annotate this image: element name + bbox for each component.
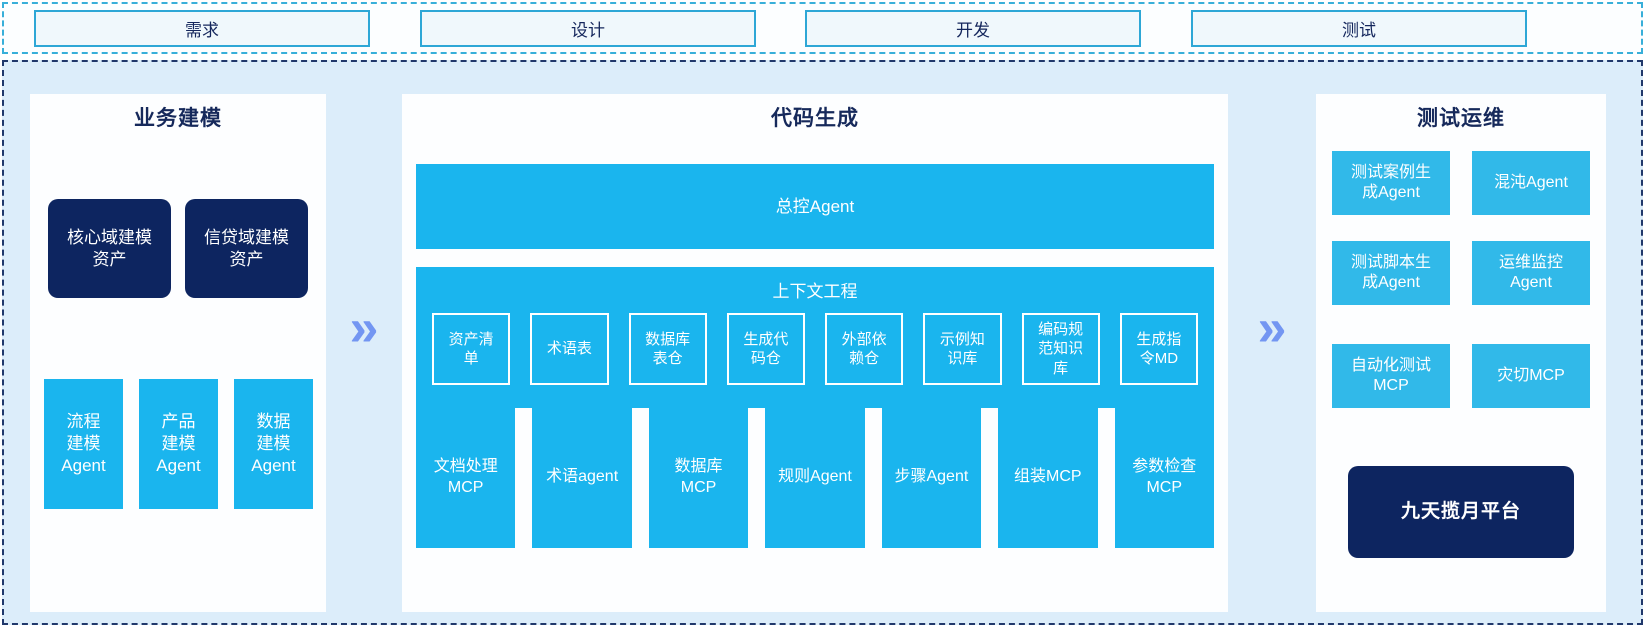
phase-box-design: 设计	[420, 10, 756, 47]
panel-test-ops: 测试运维 测试案例生 成Agent 混沌Agent 测试脚本生 成Agent 运…	[1316, 94, 1606, 612]
phase-box-development: 开发	[805, 10, 1141, 47]
mcp-agent-row: 文档处理 MCP 术语agent 数据库 MCP 规则Agent 步骤Agent…	[416, 407, 1214, 548]
box-param-check-mcp: 参数检查 MCP	[1114, 407, 1214, 548]
box-jiutian-lanyue-platform: 九天揽月平台	[1348, 466, 1574, 558]
panel-business-modeling: 业务建模 核心域建模 资产 信贷域建模 资产 流程 建模 Agent 产品 建模…	[30, 94, 326, 612]
box-external-deps-repo: 外部依 赖仓	[825, 313, 904, 385]
context-engineering-group: 上下文工程 资产清 单 术语表 数据库 表仓 生成代 码仓 外部依 赖仓 示例知…	[416, 267, 1214, 408]
box-ops-monitor-agent: 运维监控 Agent	[1472, 241, 1590, 305]
box-chaos-agent: 混沌Agent	[1472, 151, 1590, 215]
main-container: 业务建模 核心域建模 资产 信贷域建模 资产 流程 建模 Agent 产品 建模…	[2, 60, 1643, 625]
forward-chevron-icon: »	[349, 299, 379, 357]
box-data-modeling-agent: 数据 建模 Agent	[234, 379, 313, 509]
box-step-agent: 步骤Agent	[881, 407, 982, 548]
box-glossary: 术语表	[530, 313, 609, 385]
box-credit-domain-assets: 信贷域建模 资产	[185, 199, 308, 298]
box-database-mcp: 数据库 MCP	[648, 407, 749, 548]
box-asset-list: 资产清 单	[432, 313, 511, 385]
box-coding-std-knowledge: 编码规 范知识 库	[1021, 313, 1100, 385]
context-item-row: 资产清 单 术语表 数据库 表仓 生成代 码仓 外部依 赖仓 示例知 识库 编码…	[432, 313, 1198, 385]
box-master-control-agent: 总控Agent	[416, 164, 1214, 249]
box-doc-processing-mcp: 文档处理 MCP	[416, 407, 516, 548]
phase-box-testing: 测试	[1191, 10, 1527, 47]
box-core-domain-assets: 核心域建模 资产	[48, 199, 171, 298]
phase-strip: 需求 设计 开发 测试	[2, 2, 1643, 54]
box-product-modeling-agent: 产品 建模 Agent	[139, 379, 218, 509]
box-generated-code-repo: 生成代 码仓	[726, 313, 805, 385]
panel-code-generation: 代码生成 总控Agent 上下文工程 资产清 单 术语表 数据库 表仓 生成代 …	[402, 94, 1228, 612]
box-process-modeling-agent: 流程 建模 Agent	[44, 379, 123, 509]
box-disaster-switch-mcp: 灾切MCP	[1472, 344, 1590, 408]
panel-title-code-generation: 代码生成	[771, 107, 859, 130]
box-test-case-gen-agent: 测试案例生 成Agent	[1332, 151, 1450, 215]
forward-chevron-icon: »	[1257, 299, 1287, 357]
box-example-knowledge: 示例知 识库	[923, 313, 1002, 385]
box-glossary-agent: 术语agent	[532, 407, 632, 548]
box-rule-agent: 规则Agent	[765, 407, 865, 548]
panel-title-test-ops: 测试运维	[1417, 107, 1505, 130]
box-assembly-mcp: 组装MCP	[998, 407, 1098, 548]
phase-box-requirements: 需求	[34, 10, 370, 47]
box-gen-instruction-md: 生成指 令MD	[1119, 313, 1198, 385]
box-test-script-gen-agent: 测试脚本生 成Agent	[1332, 241, 1450, 305]
context-engineering-title: 上下文工程	[772, 282, 858, 301]
box-database-table-repo: 数据库 表仓	[628, 313, 707, 385]
panel-title-business-modeling: 业务建模	[134, 107, 222, 130]
box-auto-test-mcp: 自动化测试 MCP	[1332, 344, 1450, 408]
